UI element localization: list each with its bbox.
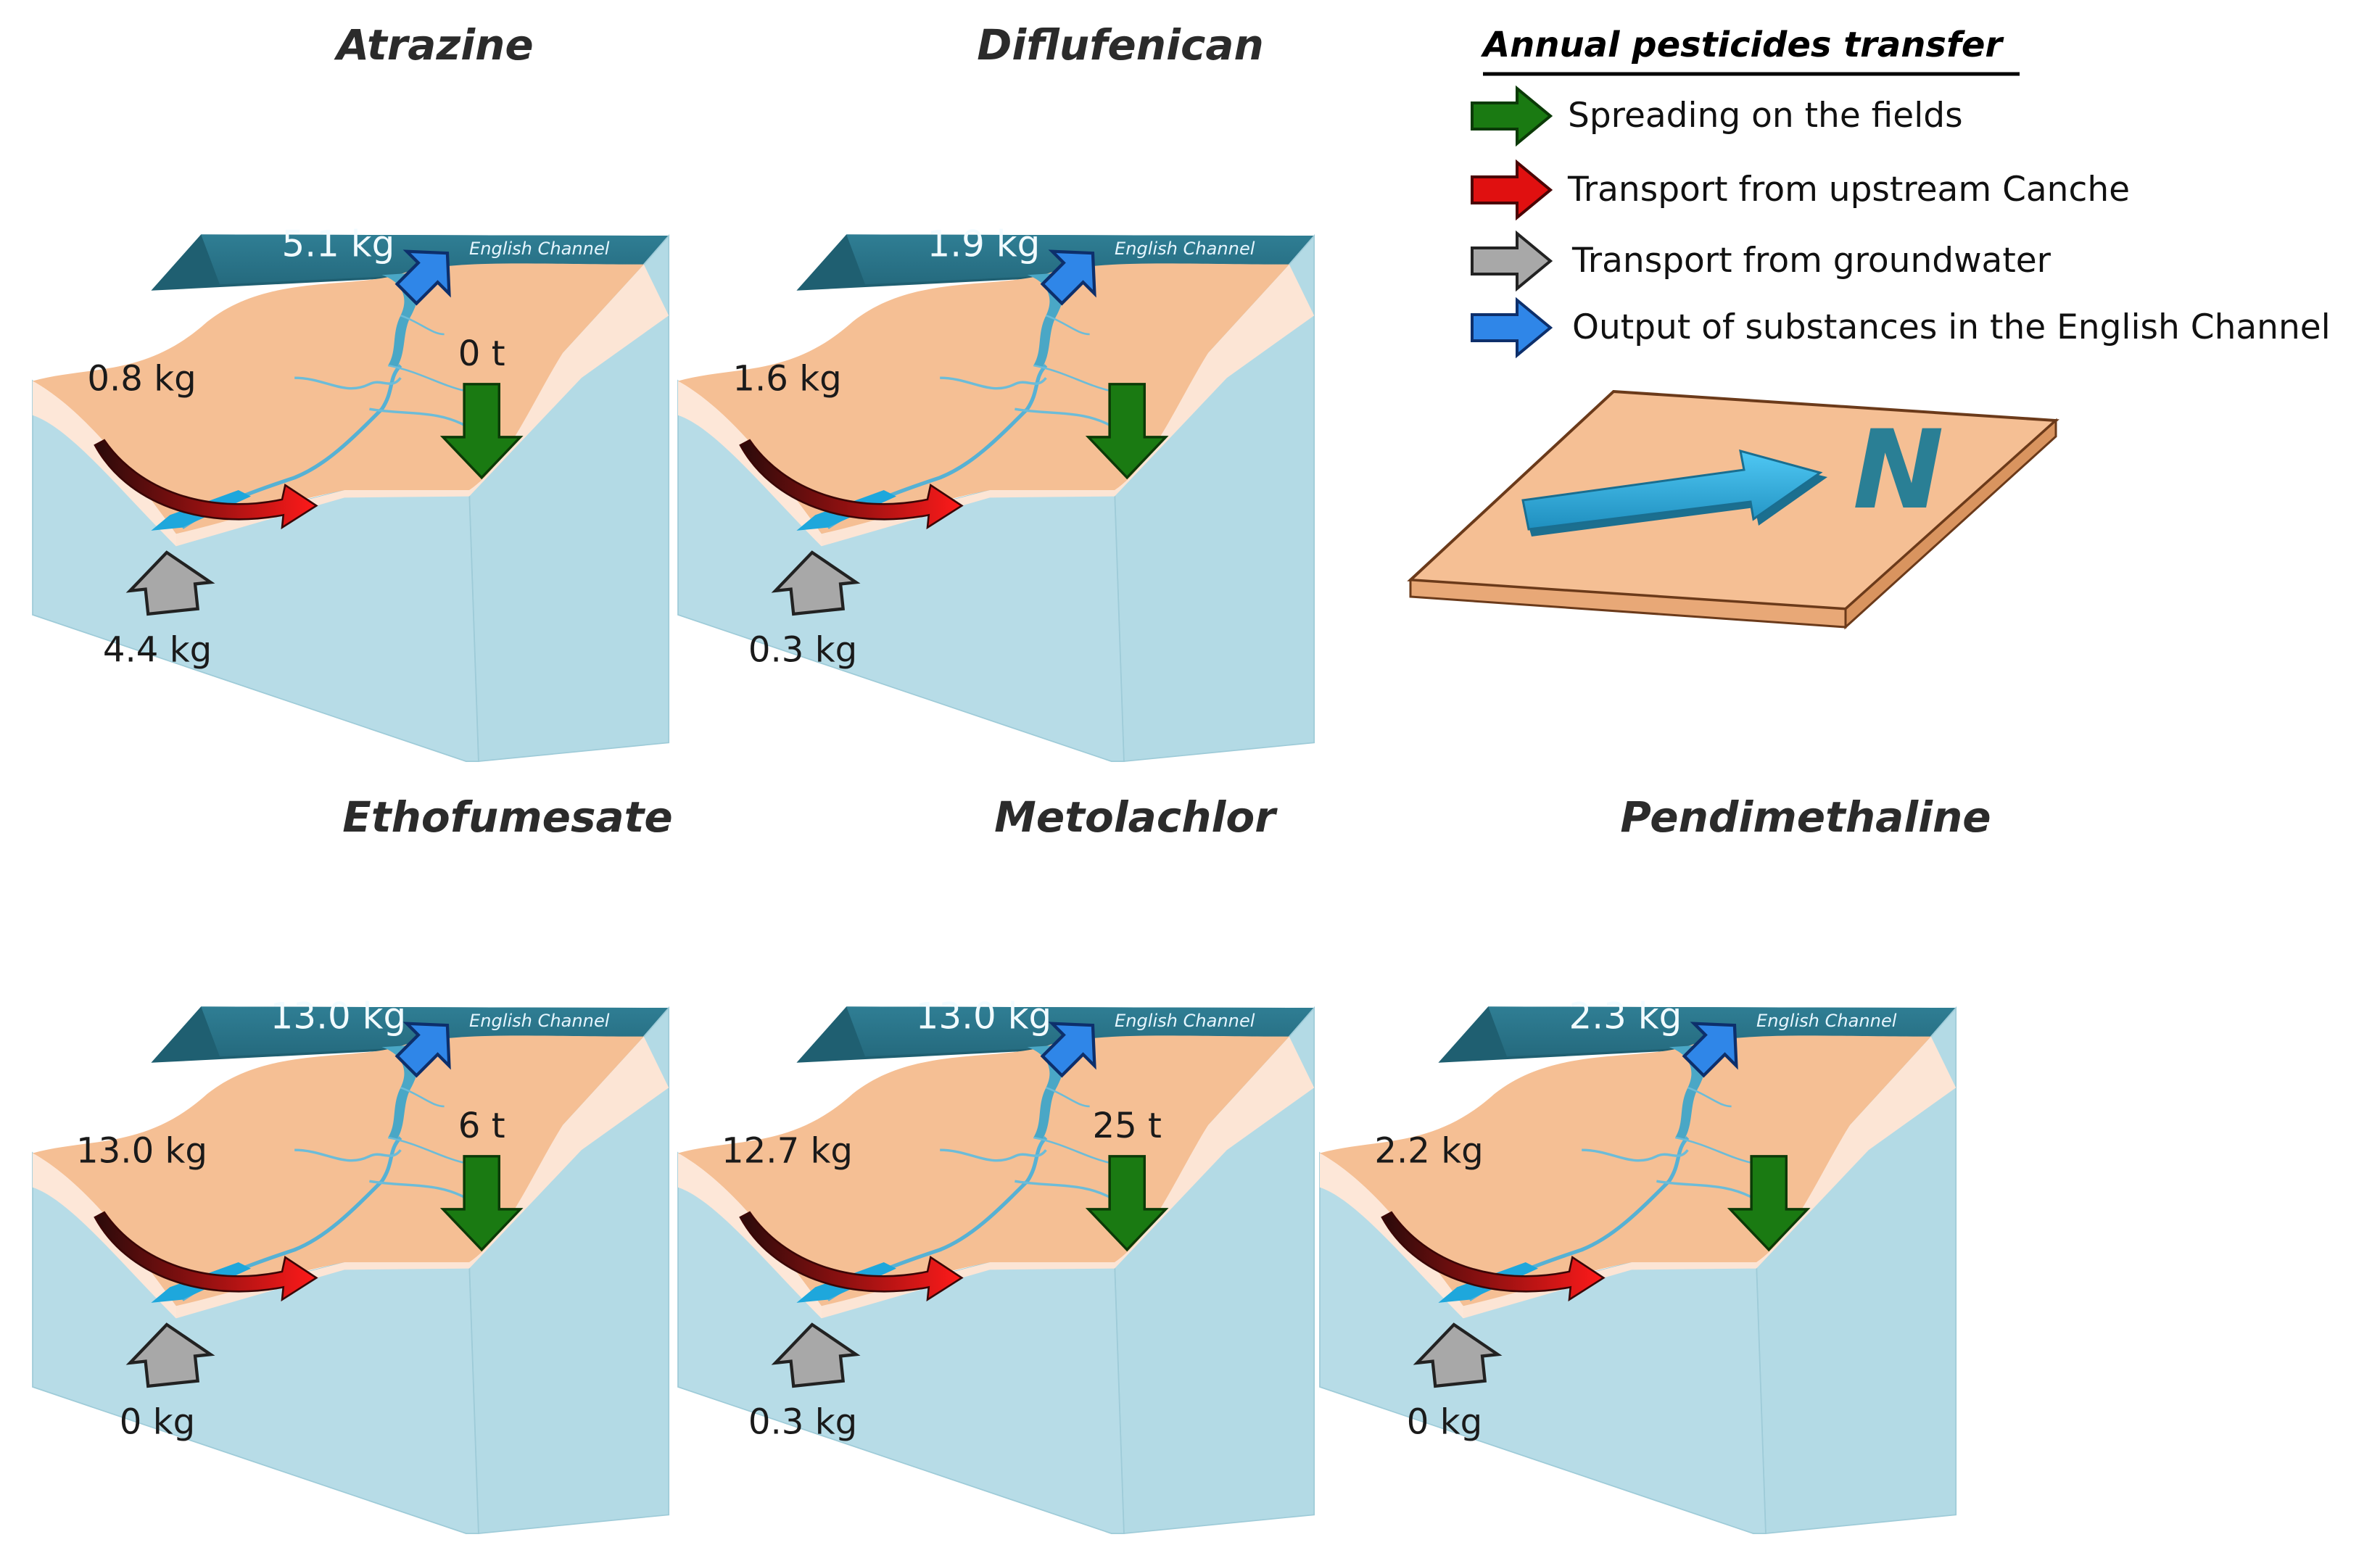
legend-label-spreading: Spreading on the fields [1568, 96, 1963, 136]
block-diagram-diflufenican: English Channel 1.9 kg 1.6 kg 0.3 kg [678, 223, 1314, 762]
block-diagram-metolachlor: English Channel 13.0 kg 12.7 kg 25 t 0.3 kg [678, 995, 1314, 1534]
upstream-value: 0.8 kg [87, 358, 196, 399]
legend-item-spreading: Spreading on the fields [1471, 85, 1963, 147]
block-diagram-ethofumesate: English Channel 13.0 kg 13.0 kg 6 t 0 kg [33, 995, 669, 1534]
legend-item-upstream: Transport from upstream Canche [1471, 159, 2130, 221]
legend-label-groundwater: Transport from groundwater [1571, 241, 2051, 281]
upstream-value: 13.0 kg [76, 1130, 207, 1171]
red-arrow-icon [94, 439, 318, 530]
north-compass: N [1407, 389, 2059, 630]
legend: Annual pesticides transfer Spreading on … [1471, 25, 2331, 359]
upstream-value: 12.7 kg [722, 1130, 853, 1171]
sea-label: English Channel [469, 1011, 610, 1031]
groundwater-value: 0 kg [120, 1402, 195, 1443]
red-arrow-icon [1471, 159, 1553, 221]
block-terrain [33, 234, 669, 761]
north-letter: N [1853, 407, 1944, 534]
upstream-value: 1.6 kg [732, 358, 841, 399]
panel-title-ethofumesate: Ethofumesate [342, 792, 673, 842]
groundwater-value: 0 kg [1407, 1402, 1482, 1443]
green-arrow-icon [1471, 85, 1553, 147]
sea-output-value: 13.0 kg [270, 995, 406, 1037]
north-arrow-icon [1521, 449, 1827, 537]
groundwater-value: 0.3 kg [748, 629, 857, 670]
sea-output-value: 2.3 kg [1569, 995, 1682, 1037]
panel-title-atrazine: Atrazine [334, 20, 533, 70]
legend-label-upstream: Transport from upstream Canche [1567, 170, 2130, 210]
gray-arrow-icon [1471, 230, 1553, 292]
panel-title-diflufenican: Diflufenican [977, 20, 1264, 70]
spreading-value: 25 t [1092, 1106, 1161, 1146]
block-terrain [1320, 1006, 1956, 1533]
panel-title-pendimethaline: Pendimethaline [1620, 792, 1991, 842]
groundwater-value: 4.4 kg [103, 629, 212, 670]
block-diagram-pendimethaline: English Channel 2.3 kg 2.2 kg 0 kg [1320, 995, 1956, 1534]
sea-output-value: 13.0 kg [916, 995, 1051, 1037]
upstream-value: 2.2 kg [1374, 1130, 1483, 1171]
red-arrow-icon [739, 439, 964, 530]
groundwater-value: 0.3 kg [748, 1402, 857, 1443]
spreading-value: 6 t [458, 1106, 505, 1146]
block-terrain [33, 1006, 669, 1533]
spreading-value: 0 t [458, 334, 505, 374]
red-arrow-icon [1381, 1211, 1606, 1302]
sea-output-value: 1.9 kg [927, 223, 1041, 265]
sea-label: English Channel [469, 239, 610, 259]
red-arrow-icon [739, 1211, 964, 1302]
block-terrain [678, 234, 1314, 761]
sea-label: English Channel [1115, 1011, 1255, 1031]
sea-output-value: 5.1 kg [282, 223, 395, 265]
sea-label: English Channel [1115, 239, 1255, 259]
panel-title-metolachlor: Metolachlor [994, 792, 1278, 842]
block-terrain [678, 1006, 1314, 1533]
legend-label-output: Output of substances in the English Chan… [1572, 307, 2331, 347]
legend-item-groundwater: Transport from groundwater [1471, 230, 2051, 292]
legend-item-output: Output of substances in the English Chan… [1471, 297, 2331, 359]
blue-arrow-icon [1471, 297, 1553, 359]
block-diagram-atrazine: English Channel 5.1 kg 0.8 kg 0 t 4.4 kg [33, 223, 669, 762]
red-arrow-icon [94, 1211, 318, 1302]
sea-label: English Channel [1756, 1011, 1897, 1031]
legend-title: Annual pesticides transfer [1480, 25, 2004, 65]
